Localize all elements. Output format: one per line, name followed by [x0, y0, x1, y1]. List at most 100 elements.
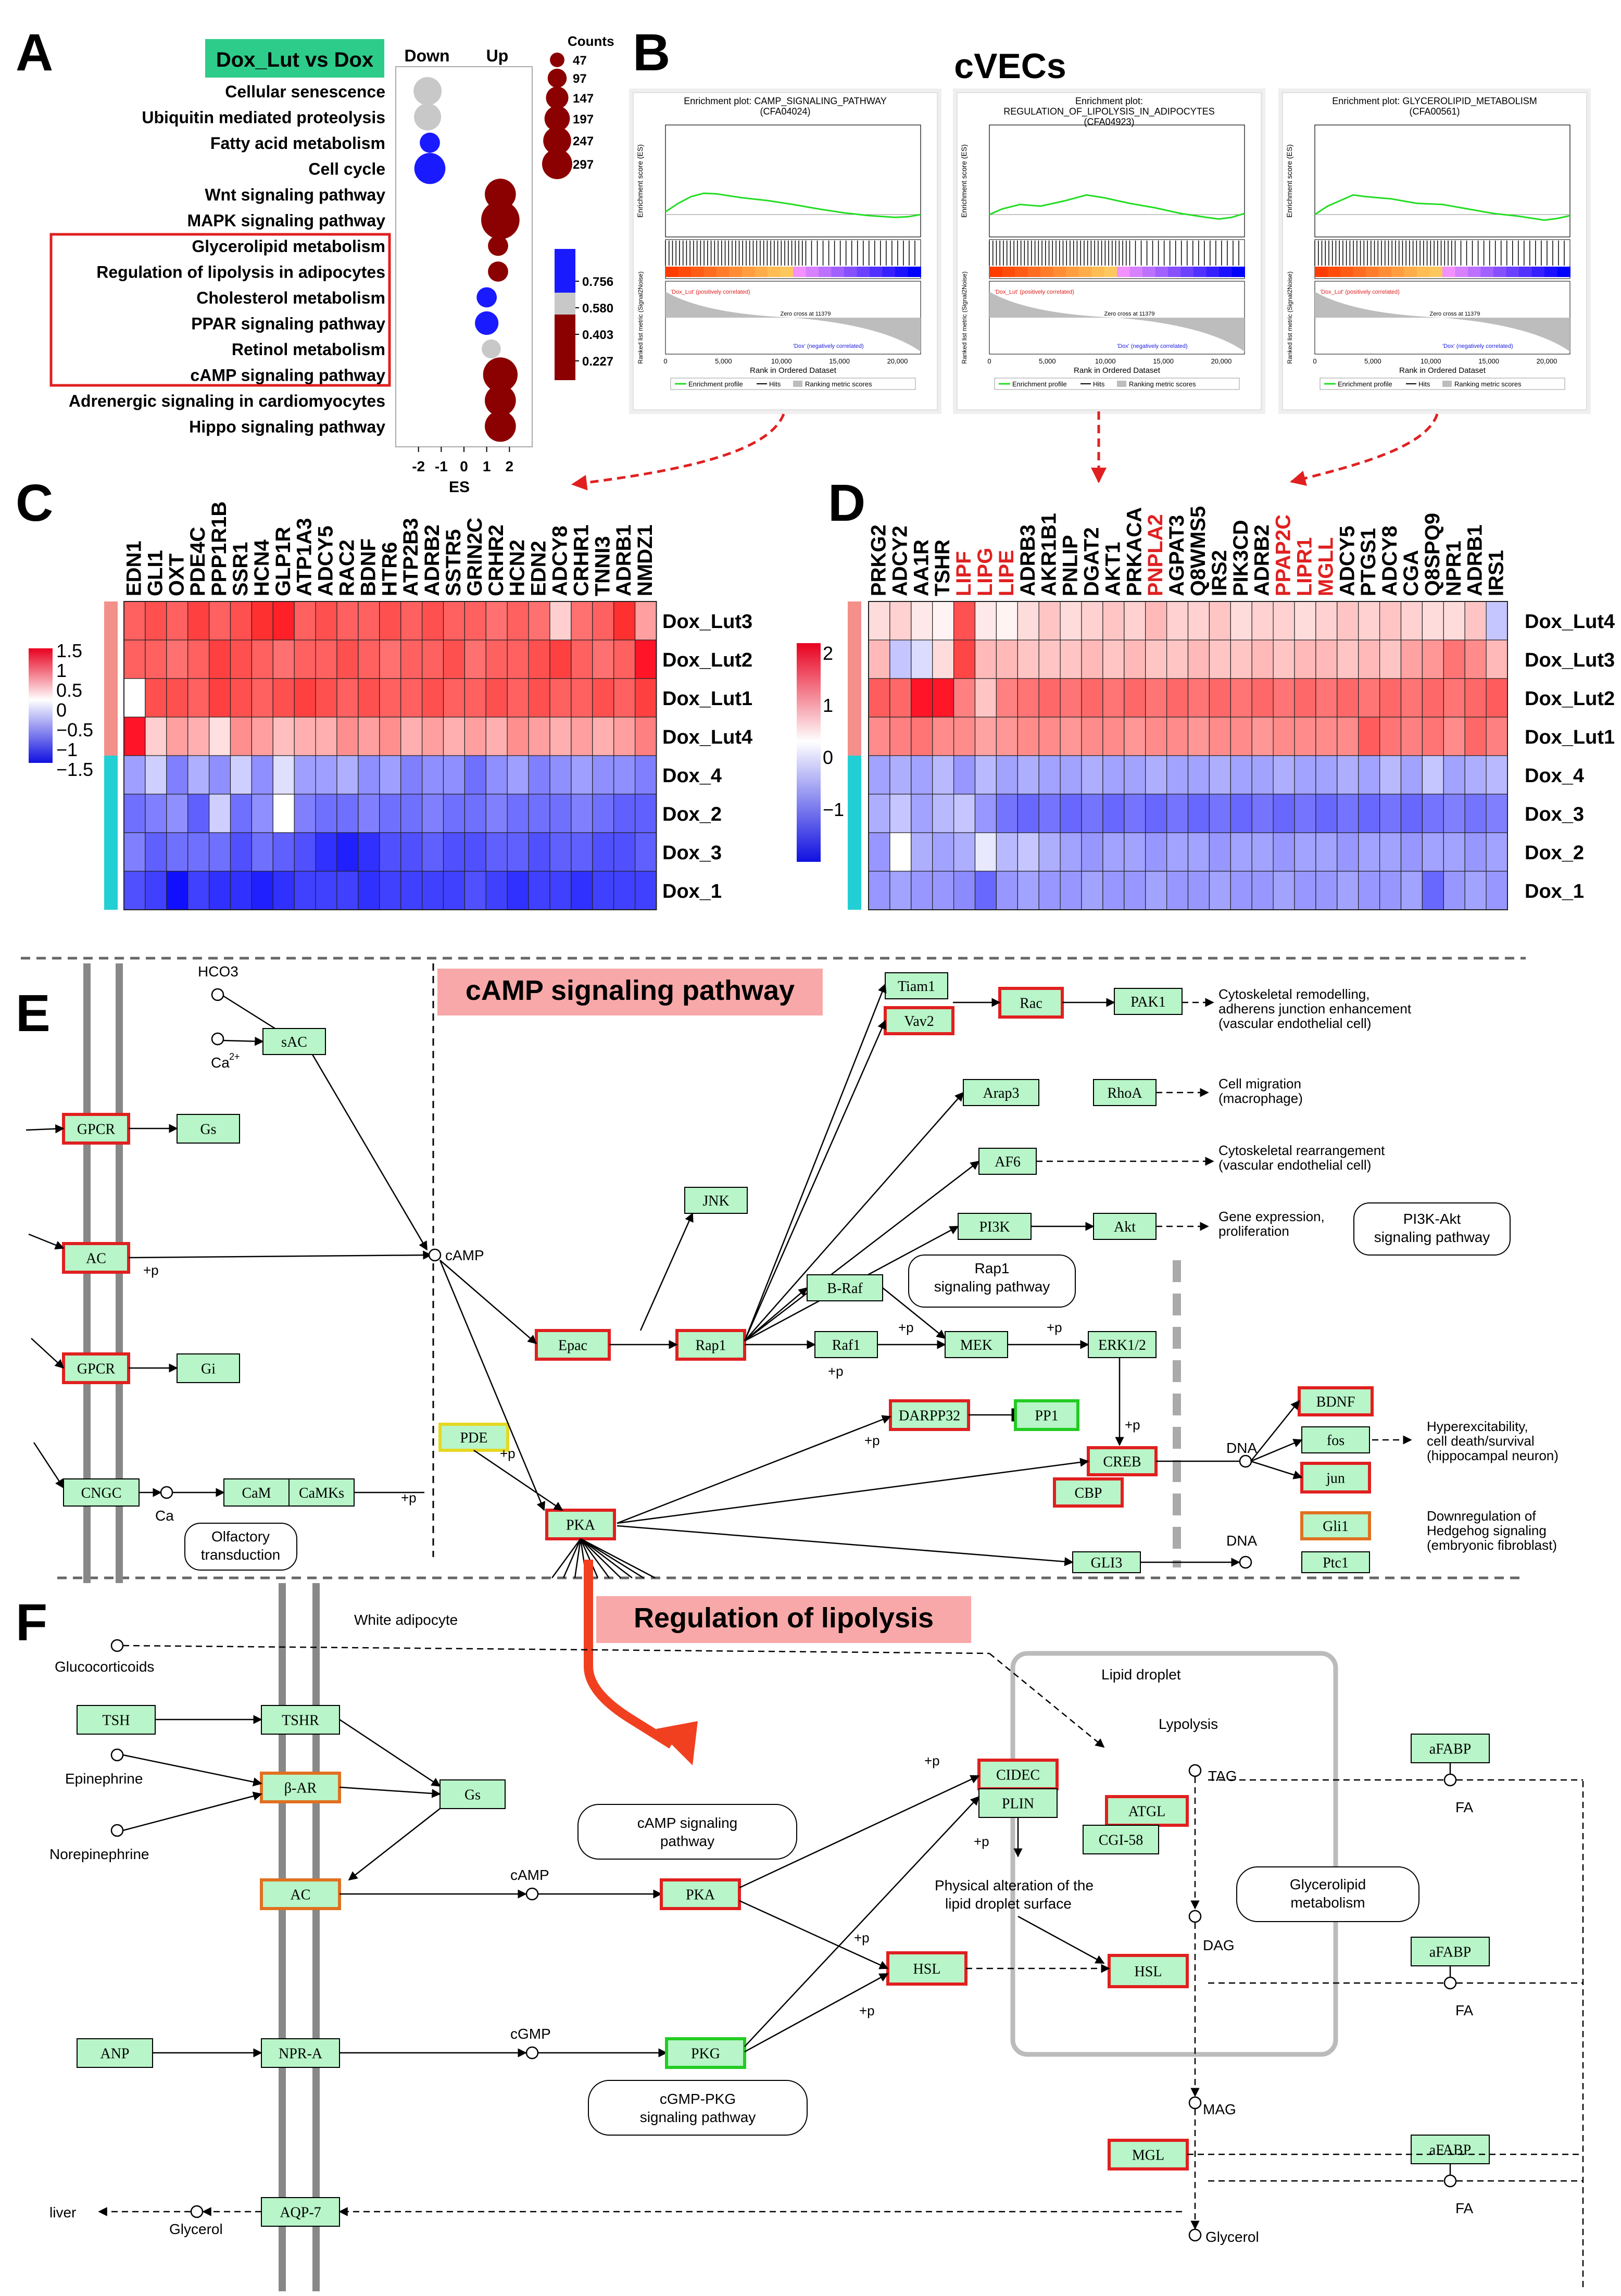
- heatmap-cell: [379, 794, 401, 833]
- sample-label: Dox_4: [1525, 765, 1584, 787]
- scale-tick: 0.5: [56, 680, 82, 701]
- svg-text:MGL: MGL: [1132, 2148, 1164, 2164]
- pathway-label: Cellular senescence: [225, 82, 385, 101]
- xtick: 1: [483, 458, 491, 474]
- pathway-dot: [485, 179, 516, 210]
- heatmap-cell: [889, 639, 912, 679]
- heatmap-cell: [400, 678, 423, 718]
- gene-label: LIPG: [974, 548, 997, 596]
- gene-label: AKT1: [1101, 542, 1124, 596]
- svg-text:CaMKs: CaMKs: [299, 1485, 344, 1501]
- heatmap-cell: [634, 717, 657, 756]
- group-bar-top: [848, 601, 861, 756]
- heatmap-cell: [421, 678, 444, 718]
- pathway-text: DNA: [1226, 1440, 1257, 1456]
- heatmap-cell: [592, 639, 614, 679]
- svg-text:RhoA: RhoA: [1108, 1085, 1143, 1101]
- heatmap-cell: [1230, 639, 1252, 679]
- pathway-dot: [488, 261, 508, 282]
- enrichment-profile: [989, 194, 1245, 220]
- heatmap-cell: [358, 871, 380, 910]
- pathway-dot: [488, 235, 508, 256]
- pathway-node: Gli1: [1300, 1511, 1371, 1540]
- heatmap-cell: [251, 639, 273, 679]
- heatmap-cell: [379, 832, 401, 872]
- scale-tick: −1: [823, 799, 844, 820]
- pathway-text: (macrophage): [1218, 1090, 1303, 1106]
- panel-b: B cVECs Enrichment plot: CAMP_SIGNALING_…: [571, 23, 1591, 491]
- heatmap-cell: [421, 639, 444, 679]
- heatmap-cell: [1337, 639, 1359, 679]
- heatmap-cell: [1464, 601, 1487, 641]
- pathway-node: PKA: [660, 1878, 741, 1910]
- panel-letter-e: E: [16, 984, 51, 1043]
- heatmap-cell: [911, 717, 933, 756]
- heatmap-cell: [1358, 755, 1380, 795]
- pathway-node: CREB: [1087, 1446, 1158, 1476]
- heatmap-cell: [1060, 871, 1082, 910]
- heatmap-cell: [1273, 678, 1295, 718]
- heatmap-cell: [336, 832, 359, 872]
- pathway-text: DNA: [1226, 1533, 1257, 1549]
- heatmap-cell: [1422, 871, 1444, 910]
- heatmap-cell: [974, 794, 997, 833]
- heatmap-cell: [528, 794, 550, 833]
- scale-tick: 1.5: [56, 640, 82, 661]
- colorbar-tick: 0.403: [582, 328, 613, 342]
- svg-text:CaM: CaM: [242, 1485, 271, 1501]
- enrichment-profile: [1314, 194, 1570, 221]
- gsea-title: Enrichment plot: GLYCEROLIPID_METABOLISM: [1332, 96, 1537, 107]
- heatmap-cell: [230, 871, 253, 910]
- heatmap-cell: [294, 717, 316, 756]
- heatmap-cell: [549, 601, 572, 641]
- heatmap-cell: [1337, 755, 1359, 795]
- heatmap-cell: [1124, 832, 1146, 872]
- heatmap-cell: [166, 794, 189, 833]
- heatmap-cell: [187, 794, 210, 833]
- heatmap-cell: [1422, 755, 1444, 795]
- heatmap-cell: [996, 601, 1018, 641]
- pathway-text: FA: [1455, 2200, 1474, 2216]
- heatmap-cell: [549, 755, 572, 795]
- heatmap-cell: [1294, 639, 1316, 679]
- heatmap-cell: [1379, 755, 1402, 795]
- heatmap-cell: [443, 678, 466, 718]
- heatmap-cell: [230, 832, 253, 872]
- heatmap-cell: [528, 717, 550, 756]
- gsea-title: (CFA04923): [1084, 117, 1134, 127]
- gsea-xtick: 10,000: [1095, 357, 1116, 365]
- heatmap-cell: [1486, 717, 1508, 756]
- heatmap-cell: [1187, 871, 1210, 910]
- heatmap-cell: [1251, 794, 1274, 833]
- svg-text:fos: fos: [1327, 1433, 1344, 1449]
- pathway-text: cGMP: [510, 2026, 551, 2042]
- pathway-dot: [481, 200, 520, 240]
- heatmap-cell: [932, 639, 954, 679]
- heatmap-cell: [272, 871, 295, 910]
- pathway-text: +p: [500, 1446, 516, 1461]
- pathway-node: Akt: [1093, 1213, 1157, 1240]
- heatmap-cell: [443, 639, 466, 679]
- pathway-text: Physical alteration of the: [935, 1877, 1094, 1893]
- heatmap-cell: [613, 794, 636, 833]
- heatmap-cell: [272, 794, 295, 833]
- heatmap-cell: [358, 832, 380, 872]
- pathway-dot: [413, 77, 442, 106]
- gene-label: CGA: [1400, 550, 1423, 596]
- pathway-text: cAMP: [445, 1247, 484, 1263]
- heatmap-cell: [464, 755, 486, 795]
- heatmap-cell: [1187, 678, 1210, 718]
- gsea-xlabel: Rank in Ordered Dataset: [1399, 366, 1486, 375]
- pathway-dot: [485, 385, 516, 416]
- pathway-node: CIDEC: [977, 1759, 1059, 1790]
- pathway-node: Raf1: [814, 1331, 878, 1358]
- svg-text:AQP-7: AQP-7: [280, 2205, 321, 2221]
- heatmap-cell: [1081, 601, 1103, 641]
- heatmap-cell: [123, 755, 146, 795]
- svg-text:AC: AC: [86, 1251, 106, 1267]
- pathway-text: FA: [1455, 1799, 1474, 1815]
- heatmap-cell: [1358, 678, 1380, 718]
- heatmap-cell: [528, 601, 550, 641]
- heatmap-cell: [1337, 678, 1359, 718]
- count-legend-dot: [542, 149, 572, 179]
